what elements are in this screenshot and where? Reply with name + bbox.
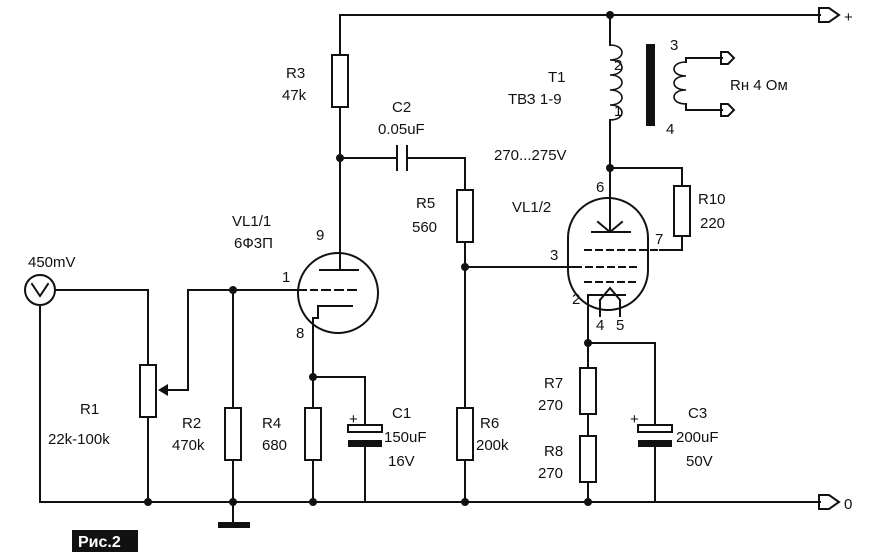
vl1-1-pin-9: 9 <box>316 227 324 244</box>
anode-voltage-label: 270...275V <box>494 147 567 164</box>
r8-resistor <box>579 435 597 483</box>
r3-value: 47k <box>282 87 307 104</box>
r2-resistor <box>224 289 242 503</box>
c2-label: C2 <box>392 99 411 116</box>
r2-label: R2 <box>182 415 201 432</box>
plus-terminal-label: + <box>844 9 853 26</box>
c1-plus: + <box>349 411 358 428</box>
r6-label: R6 <box>480 415 499 432</box>
r4-value: 680 <box>262 437 287 454</box>
c1-voltage: 16V <box>388 453 415 470</box>
r1-potentiometer <box>139 286 301 503</box>
r5-resistor <box>456 189 576 409</box>
r7-label: R7 <box>544 375 563 392</box>
r6-resistor <box>456 407 474 503</box>
figure-badge-text: Рис.2 <box>78 534 121 551</box>
r10-resistor <box>673 185 691 237</box>
vl1-2-name: VL1/2 <box>512 199 551 216</box>
c2-capacitor <box>339 145 466 191</box>
c3-voltage: 50V <box>686 453 713 470</box>
c3-capacitor <box>587 342 673 503</box>
vl1-2-pin-3: 3 <box>550 247 558 264</box>
vl1-1-name: VL1/1 <box>232 213 271 230</box>
r2-value: 470k <box>172 437 205 454</box>
t1-pin-1: 1 <box>614 103 622 120</box>
vl1-2-pin-4: 4 <box>596 317 604 334</box>
vl1-2-pin-2: 2 <box>572 291 580 308</box>
c3-plus: + <box>630 411 639 428</box>
input-jack[interactable] <box>24 274 149 503</box>
vl1-2-pin-7: 7 <box>655 231 663 248</box>
r5-label: R5 <box>416 195 435 212</box>
vl1-1-pin-8: 8 <box>296 325 304 342</box>
input-level-label: 450mV <box>28 254 76 271</box>
r10-value: 220 <box>700 215 725 232</box>
supply-rail-plus <box>339 7 841 56</box>
t1-type: ТВЗ 1-9 <box>508 91 562 108</box>
r10-label: R10 <box>698 191 726 208</box>
vl1-1-type: 6Ф3П <box>234 235 273 252</box>
load-label: Rн 4 Ом <box>730 77 788 94</box>
c1-capacitor <box>312 376 383 503</box>
r3-resistor <box>331 54 349 251</box>
r8-value: 270 <box>538 465 563 482</box>
ground-rail <box>39 494 841 510</box>
r8-label: R8 <box>544 443 563 460</box>
r6-value: 200k <box>476 437 509 454</box>
c1-value: 150uF <box>384 429 427 446</box>
r4-resistor <box>304 407 322 461</box>
vl1-2-pin-6: 6 <box>596 179 604 196</box>
r4-label: R4 <box>262 415 281 432</box>
r1-value: 22k-100k <box>48 431 110 448</box>
r5-value: 560 <box>412 219 437 236</box>
chassis-ground-symbol <box>218 501 250 528</box>
vl1-2-pin-5: 5 <box>616 317 624 334</box>
c3-label: C3 <box>688 405 707 422</box>
r7-value: 270 <box>538 397 563 414</box>
zero-terminal-label: 0 <box>844 496 852 513</box>
r3-label: R3 <box>286 65 305 82</box>
t1-pin-3: 3 <box>670 37 678 54</box>
t1-pin-2: 2 <box>614 57 622 74</box>
r7-resistor <box>579 367 597 415</box>
c1-label: C1 <box>392 405 411 422</box>
t1-pin-4: 4 <box>666 121 674 138</box>
t1-label: T1 <box>548 69 566 86</box>
vl1-1-pin-1: 1 <box>282 269 290 286</box>
figure-badge: Рис.2 <box>72 530 138 552</box>
r1-label: R1 <box>80 401 99 418</box>
c3-value: 200uF <box>676 429 719 446</box>
c2-value: 0.05uF <box>378 121 425 138</box>
